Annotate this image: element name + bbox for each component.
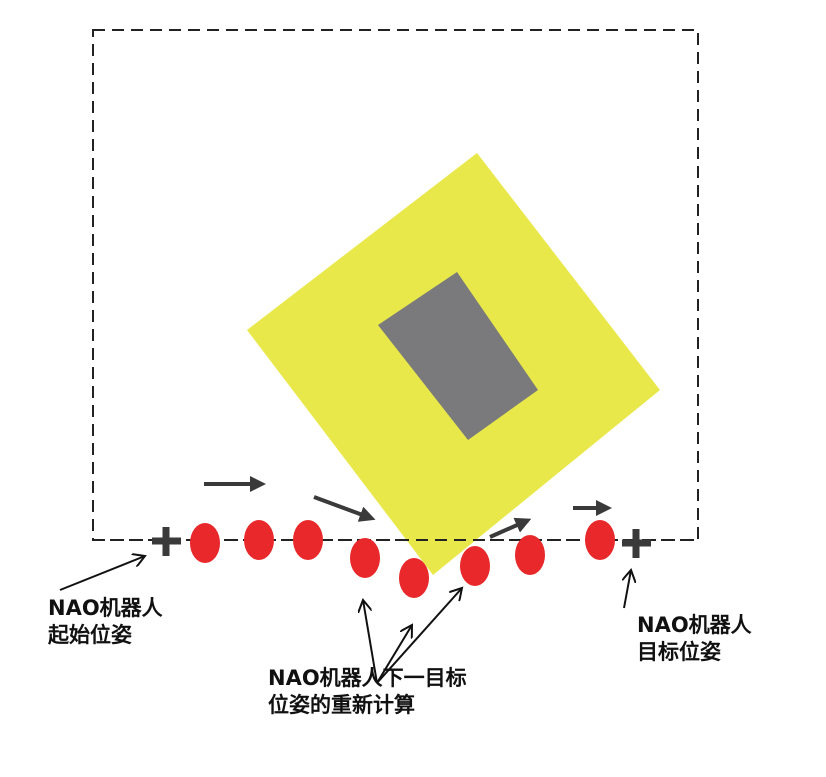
recalc-label-line2: 位姿的重新计算 — [268, 693, 415, 717]
recalc-label: NAO机器人下一目标 位姿的重新计算 — [268, 665, 467, 719]
start-pose-label-line2: 起始位姿 — [48, 623, 132, 647]
waypoint — [293, 520, 323, 560]
direction-arrow-icon — [489, 517, 532, 539]
obstacle — [378, 272, 538, 440]
direction-arrow-icon — [313, 495, 376, 522]
start-pointer-arrow-icon — [59, 556, 145, 591]
planning-region-dashed-border — [92, 29, 699, 541]
start-pose-label-line1: NAO机器人 — [48, 596, 163, 620]
goal-pose-marker — [622, 529, 651, 558]
waypoint — [350, 538, 380, 578]
goal-pointer-arrow-icon — [624, 570, 631, 609]
waypoint — [244, 520, 274, 560]
waypoint — [190, 523, 220, 563]
goal-pose-label-line2: 目标位姿 — [637, 640, 721, 664]
recalc-label-line1: NAO机器人下一目标 — [268, 666, 467, 690]
waypoint — [585, 520, 615, 560]
waypoint — [515, 535, 545, 575]
goal-pose-label: NAO机器人 目标位姿 — [637, 612, 752, 666]
goal-pose-label-line1: NAO机器人 — [637, 613, 752, 637]
start-pose-label: NAO机器人 起始位姿 — [48, 595, 163, 649]
recalc-pointer-arrow-icon — [376, 625, 412, 684]
waypoint — [460, 546, 490, 586]
waypoint — [399, 558, 429, 598]
recalc-pointer-arrow-icon — [376, 588, 462, 684]
start-pose-marker — [152, 527, 181, 556]
recalc-pointer-arrow-icon — [363, 600, 378, 684]
